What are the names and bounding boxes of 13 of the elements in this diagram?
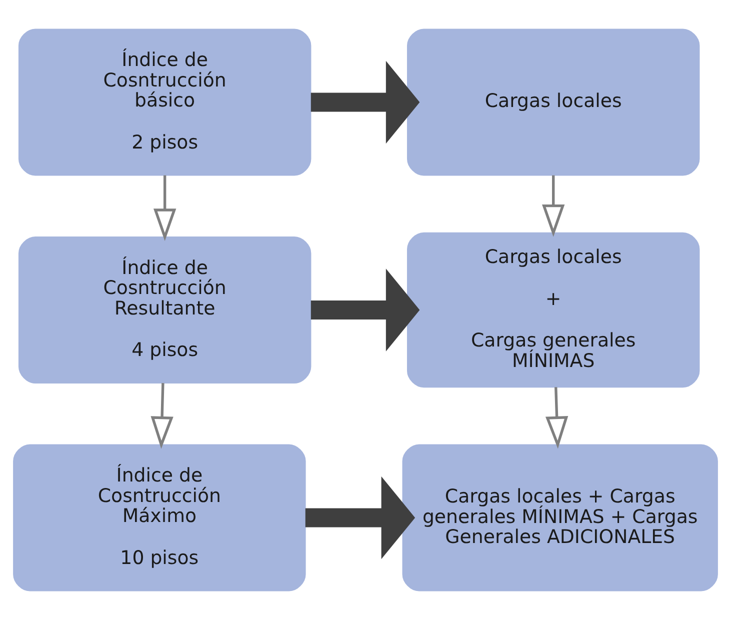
node-box: Índice de Cosntrucción Máximo 10 pisos	[13, 444, 306, 591]
arrow	[542, 174, 565, 236]
arrow	[545, 386, 568, 448]
node-box: Cargas locales + Cargas generales MÍNIMAS	[406, 232, 700, 388]
node-box: Cargas locales + Cargas generales MÍNIMAS + Cargas Generales ADICIONALES	[402, 444, 718, 591]
arrow	[310, 268, 420, 351]
arrow	[153, 174, 176, 241]
node-box: Cargas locales	[406, 28, 700, 176]
arrow	[310, 60, 420, 144]
arrow	[305, 476, 416, 559]
node-box: Índice de Cosntrucción Resultante 4 pisos	[18, 236, 312, 384]
node-box: Índice de Cosntrucción básico 2 pisos	[18, 28, 312, 176]
arrow	[150, 382, 174, 448]
